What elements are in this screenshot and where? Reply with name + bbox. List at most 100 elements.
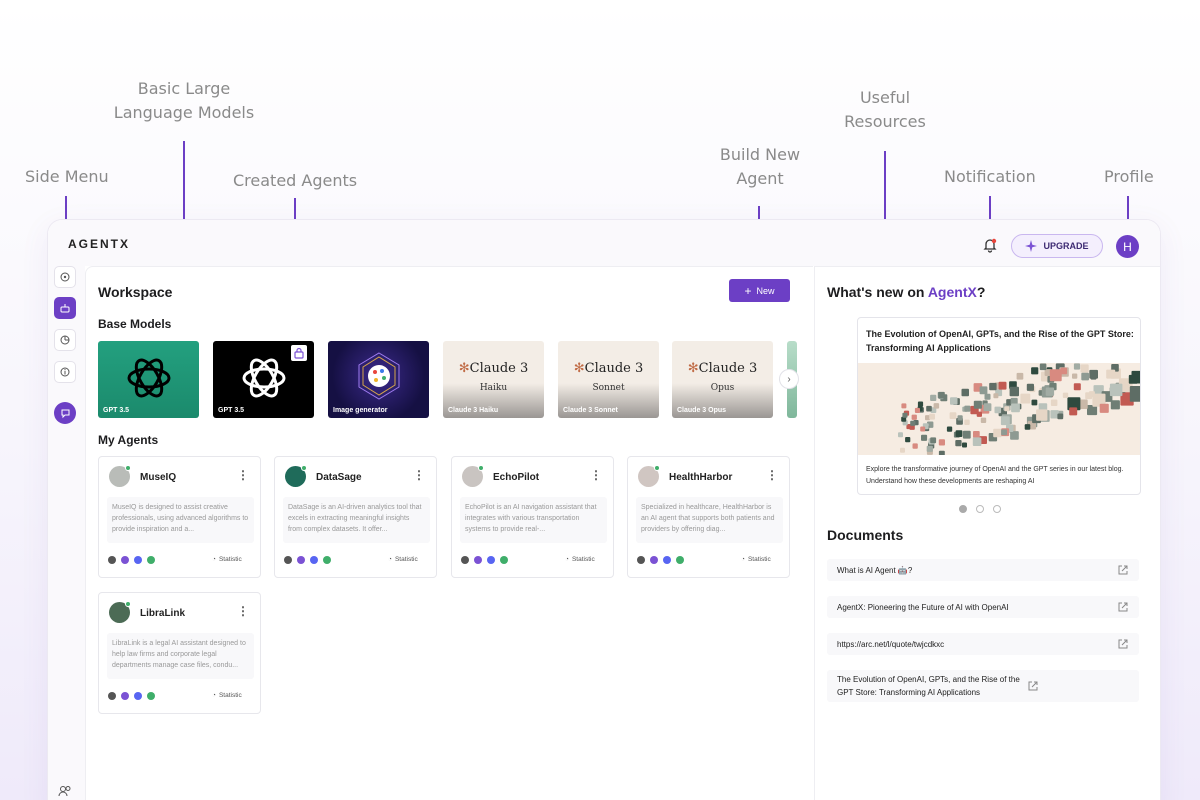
- discord-icon: [134, 556, 142, 564]
- model-card-gpt35[interactable]: GPT 3.5: [98, 341, 199, 418]
- carousel-next-button[interactable]: ›: [779, 369, 799, 389]
- news-image: [858, 363, 1140, 457]
- mosaic-tile: [1109, 383, 1123, 397]
- mosaic-tile: [1009, 386, 1019, 397]
- openai-icon: [474, 556, 482, 564]
- mosaic-tile: [1080, 364, 1089, 373]
- mosaic-tile: [962, 430, 971, 439]
- clock-icon: ◔: [565, 556, 569, 563]
- carousel-dot[interactable]: [993, 505, 1001, 513]
- mosaic-tile: [930, 407, 937, 413]
- mosaic-tile: [980, 417, 987, 423]
- new-agent-label: New: [756, 285, 775, 296]
- statistic-link[interactable]: ◔Statistic: [388, 556, 418, 563]
- mosaic-tile: [964, 419, 970, 425]
- online-indicator: [654, 465, 660, 471]
- globe-icon: [637, 556, 645, 564]
- mosaic-tile: [1129, 386, 1140, 402]
- mosaic-tile: [1092, 393, 1106, 407]
- mosaic-tile: [961, 388, 969, 397]
- statistic-link[interactable]: ◔Statistic: [212, 556, 242, 563]
- mosaic-tile: [921, 434, 928, 441]
- mosaic-tile: [1089, 391, 1095, 397]
- mosaic-tile: [1050, 399, 1058, 406]
- more-vertical-icon[interactable]: ⋮: [237, 468, 249, 482]
- more-vertical-icon[interactable]: ⋮: [413, 468, 425, 482]
- callout-resources: Useful Resources: [838, 86, 932, 134]
- more-vertical-icon[interactable]: ⋮: [237, 604, 249, 618]
- statistic-link[interactable]: ◔Statistic: [741, 556, 771, 563]
- mosaic-tile: [1020, 393, 1031, 404]
- mosaic-tile: [905, 437, 911, 443]
- profile-avatar[interactable]: H: [1116, 235, 1139, 258]
- more-vertical-icon[interactable]: ⋮: [590, 468, 602, 482]
- model-card-gpt35-pro[interactable]: GPT 3.5: [213, 341, 314, 418]
- notification-bell-icon[interactable]: [981, 236, 999, 254]
- agent-card-libralink[interactable]: LibraLink ⋮ LibraLink is a legal AI assi…: [98, 592, 261, 714]
- document-link[interactable]: https://arc.net/l/quote/twjcdkxc: [827, 633, 1139, 655]
- agent-description: Specialized in healthcare, HealthHarbor …: [636, 497, 783, 543]
- mosaic-tile: [925, 415, 931, 421]
- mosaic-tile: [984, 393, 991, 400]
- mosaic-tile: [993, 428, 1002, 438]
- mosaic-tile: [979, 386, 988, 395]
- carousel-dot[interactable]: [976, 505, 984, 513]
- callout-line-resources: [884, 151, 886, 273]
- topbar: AGENTX UPGRADE H: [48, 220, 1160, 266]
- base-models-title: Base Models: [98, 317, 172, 331]
- side-menu-info-button[interactable]: [54, 361, 76, 383]
- openai-icon: [297, 556, 305, 564]
- agent-avatar: [462, 465, 484, 487]
- statistic-link[interactable]: ◔Statistic: [212, 692, 242, 699]
- whatsapp-icon: [147, 556, 155, 564]
- mosaic-tile: [1010, 431, 1019, 440]
- agent-card-healthharbor[interactable]: HealthHarbor ⋮ Specialized in healthcare…: [627, 456, 790, 578]
- claude-variant: Sonnet: [592, 383, 625, 393]
- model-card-claude-opus[interactable]: ✻Claude 3 Opus Claude 3 Opus: [672, 341, 773, 418]
- mosaic-tile: [920, 426, 926, 432]
- model-card-claude-haiku[interactable]: ✻Claude 3 Haiku Claude 3 Haiku: [443, 341, 544, 418]
- document-title: What is AI Agent 🤖?: [837, 565, 913, 575]
- clock-icon: ◔: [388, 556, 392, 563]
- document-link[interactable]: The Evolution of OpenAI, GPTs, and the R…: [827, 670, 1139, 702]
- mosaic-tile: [973, 431, 980, 438]
- agent-name: HealthHarbor: [669, 472, 733, 483]
- agent-channels: [637, 556, 684, 564]
- agent-avatar: [285, 465, 307, 487]
- mosaic-tile: [962, 442, 967, 448]
- openai-logo-icon: [127, 358, 171, 398]
- new-agent-button[interactable]: + New: [729, 279, 790, 302]
- statistic-link[interactable]: ◔Statistic: [565, 556, 595, 563]
- carousel-dot[interactable]: [959, 505, 967, 513]
- agent-card-echopilot[interactable]: EchoPilot ⋮ EchoPilot is an AI navigatio…: [451, 456, 614, 578]
- upgrade-button[interactable]: UPGRADE: [1011, 234, 1103, 258]
- side-menu-workspace-button[interactable]: [54, 297, 76, 319]
- whatsapp-icon: [500, 556, 508, 564]
- news-description: Explore the transformative journey of Op…: [866, 466, 1124, 485]
- mosaic-tile: [1010, 397, 1018, 405]
- side-menu-agent-button[interactable]: [54, 266, 76, 288]
- mosaic-tile: [1016, 372, 1024, 380]
- agent-channels: [108, 692, 155, 700]
- info-icon: [60, 367, 70, 377]
- online-indicator: [125, 465, 131, 471]
- mosaic-tile: [1093, 385, 1104, 396]
- side-menu-chat-button[interactable]: [54, 402, 76, 424]
- document-link[interactable]: What is AI Agent 🤖?: [827, 559, 1139, 581]
- palette-icon: [358, 352, 400, 400]
- model-card-image-generator[interactable]: Image generator: [328, 341, 429, 418]
- mosaic-tile: [1039, 363, 1047, 371]
- side-menu-history-button[interactable]: [54, 329, 76, 351]
- users-icon[interactable]: [58, 784, 72, 800]
- news-card[interactable]: The Evolution of OpenAI, GPTs, and the R…: [857, 317, 1141, 495]
- agent-card-museiq[interactable]: MuseIQ ⋮ MuseIQ is designed to assist cr…: [98, 456, 261, 578]
- mosaic-tile: [955, 430, 963, 437]
- mosaic-tile: [1073, 383, 1081, 391]
- more-vertical-icon[interactable]: ⋮: [766, 468, 778, 482]
- mosaic-tile: [1011, 403, 1020, 413]
- agent-card-datasage[interactable]: DataSage ⋮ DataSage is an AI-driven anal…: [274, 456, 437, 578]
- model-card-claude-sonnet[interactable]: ✻Claude 3 Sonnet Claude 3 Sonnet: [558, 341, 659, 418]
- agent-description: LibraLink is a legal AI assistant design…: [107, 633, 254, 679]
- logo[interactable]: AGENTX: [68, 237, 131, 251]
- document-link[interactable]: AgentX: Pioneering the Future of AI with…: [827, 596, 1139, 618]
